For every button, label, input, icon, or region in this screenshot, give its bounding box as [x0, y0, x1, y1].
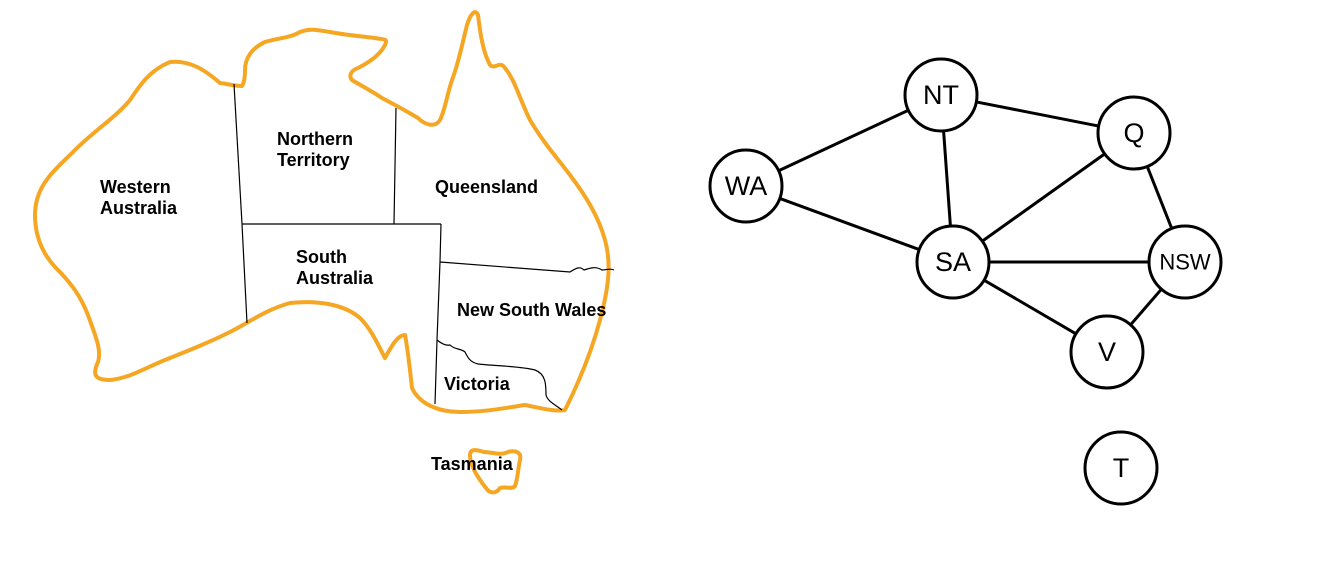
node-label-wa: WA [725, 171, 768, 201]
label-northern-territory: Northern Territory [277, 129, 358, 170]
label-victoria: Victoria [444, 374, 511, 394]
australia-map: Western Australia Northern Territory Que… [33, 10, 615, 495]
graph-node-v: V [1069, 314, 1145, 390]
label-queensland: Queensland [435, 177, 538, 197]
label-western-australia-line-1: Western [100, 177, 171, 197]
graph-node-wa: WA [708, 148, 784, 224]
node-label-sa: SA [935, 247, 971, 277]
border-q-nsw [439, 261, 615, 273]
border-sa-q-nsw-v [434, 223, 442, 405]
node-circle-nsw [1147, 224, 1223, 300]
node-circle-t [1083, 430, 1159, 506]
graph-node-sa: SA [915, 224, 991, 300]
tasmania-coastline [468, 448, 523, 495]
edge-wa-nt [777, 108, 910, 173]
mainland-coastline [33, 10, 611, 414]
label-south-australia: South Australia [296, 247, 374, 288]
edge-nsw-v [1129, 288, 1163, 326]
edge-nt-q [976, 100, 1099, 128]
label-new-south-wales: New South Wales [457, 300, 606, 320]
node-circle-nt [903, 57, 979, 133]
node-label-nt: NT [923, 80, 959, 110]
node-label-q: Q [1123, 118, 1144, 148]
node-circle-sa [915, 224, 991, 300]
node-label-t: T [1113, 453, 1130, 483]
node-circle-v [1069, 314, 1145, 390]
graph-node-nt: NT [903, 57, 979, 133]
edge-sa-v [983, 278, 1077, 336]
graph-node-q: Q [1096, 95, 1172, 171]
graph-edges [777, 100, 1174, 336]
label-tasmania: Tasmania [431, 454, 514, 474]
edge-wa-sa [779, 196, 920, 252]
state-borders [233, 83, 615, 411]
label-south-australia-line-2: Australia [296, 268, 374, 288]
label-northern-territory-line-1: Northern [277, 129, 353, 149]
edge-q-nsw [1145, 165, 1174, 230]
node-circle-wa [708, 148, 784, 224]
label-western-australia-line-2: Australia [100, 198, 178, 218]
edge-nt-sa [942, 130, 952, 227]
node-label-nsw: NSW [1159, 250, 1211, 275]
node-label-v: V [1098, 337, 1116, 367]
graph-node-t: T [1083, 430, 1159, 506]
border-wa-sa [241, 223, 248, 324]
border-nt-q [393, 107, 397, 225]
node-circle-q [1096, 95, 1172, 171]
label-south-australia-line-1: South [296, 247, 347, 267]
graph-node-nsw: NSW [1147, 224, 1223, 300]
edge-sa-q [981, 152, 1106, 243]
border-wa-nt [233, 83, 243, 225]
border-nsw-v [436, 339, 563, 411]
label-western-australia: Western Australia [100, 177, 178, 218]
region-labels: Western Australia Northern Territory Que… [100, 129, 606, 474]
label-northern-territory-line-2: Territory [277, 150, 350, 170]
constraint-graph: WA NT Q SA NSW V T [708, 57, 1223, 506]
